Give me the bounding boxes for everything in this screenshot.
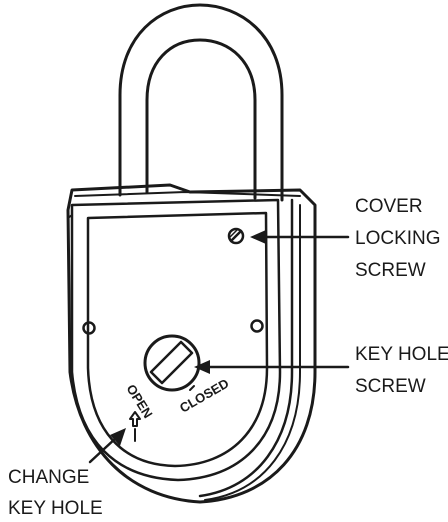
key-hole-screw-dial xyxy=(143,334,201,392)
callout-key-hole-screw: KEY HOLE SCREW xyxy=(355,344,448,397)
padlock-shackle xyxy=(118,3,284,202)
dial-label-closed: CLOSED xyxy=(177,376,231,416)
cover-locking-screw-leader xyxy=(250,230,350,244)
callout-line: KEY HOLE xyxy=(8,498,103,519)
callout-cover-locking-screw: COVER LOCKING SCREW xyxy=(355,196,441,281)
callout-line: SCREW xyxy=(355,260,426,281)
key-hole-screw-leader xyxy=(194,360,350,374)
dial-label-open: OPEN xyxy=(123,382,155,421)
left-pin xyxy=(82,321,96,335)
change-key-hole-icon xyxy=(129,411,141,442)
callout-line: COVER xyxy=(355,196,423,217)
callout-line: LOCKING xyxy=(355,228,441,249)
change-key-hole-leader xyxy=(88,428,126,464)
padlock-body xyxy=(66,183,317,504)
right-pin xyxy=(250,319,264,333)
callout-change-key-hole: CHANGE KEY HOLE xyxy=(8,467,103,519)
callout-line: CHANGE xyxy=(8,467,89,488)
cover-locking-screw-icon xyxy=(227,227,245,245)
callout-line: KEY HOLE xyxy=(355,344,448,365)
callout-line: SCREW xyxy=(355,376,426,397)
